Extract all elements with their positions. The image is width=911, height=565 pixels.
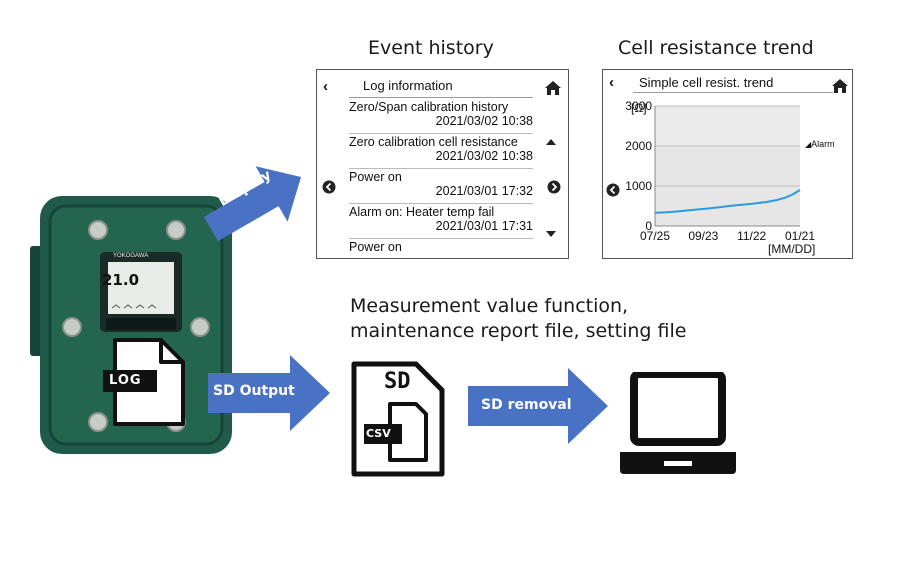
alarm-label: ◢Alarm — [805, 139, 835, 149]
y-unit-label: [Ω] — [631, 101, 647, 115]
next-page-icon[interactable] — [547, 180, 561, 194]
event-datetime: 2021/03/02 10:38 — [435, 149, 533, 163]
back-icon[interactable]: ‹ — [609, 74, 614, 91]
event-label: Zero/Span calibration history — [349, 100, 509, 114]
sd-output-label: SD Output — [213, 383, 295, 399]
x-tick-label: 09/23 — [688, 229, 718, 243]
alarm-marker-icon: ◢ — [805, 140, 812, 149]
sd-label: SD — [384, 369, 411, 394]
x-tick-label: 01/21 — [785, 229, 815, 243]
y-tick-label: 3000 — [625, 99, 652, 113]
x-unit-label: [MM/DD] — [768, 242, 816, 256]
list-item[interactable]: Power on 2021/03/01 17:32 — [349, 170, 533, 204]
file-description-line2: maintenance report file, setting file — [350, 320, 687, 342]
y-tick-label: 0 — [645, 219, 652, 233]
trend-line — [654, 189, 801, 214]
back-icon[interactable]: ‹ — [323, 78, 328, 95]
sd-removal-arrow — [468, 368, 608, 444]
home-icon[interactable] — [544, 80, 562, 96]
device-brand: YOKOGAWA — [113, 253, 149, 259]
laptop-icon — [620, 372, 736, 474]
title-divider — [349, 97, 533, 98]
list-item[interactable]: Power on — [349, 240, 533, 258]
x-tick-label: 07/25 — [640, 229, 670, 243]
trend-panel: ‹ Simple cell resist. trend [Ω] [MM/DD] … — [602, 69, 853, 259]
y-tick-label: 1000 — [625, 179, 652, 193]
device-display-value: 21.0 — [102, 271, 140, 289]
sd-output-arrow — [208, 355, 330, 431]
event-label: Power on — [349, 170, 402, 184]
scroll-down-icon[interactable] — [545, 230, 557, 238]
scroll-up-icon[interactable] — [545, 138, 557, 146]
sd-removal-label: SD removal — [481, 397, 572, 413]
log-label: LOG — [109, 373, 142, 388]
event-label: Alarm on: Heater temp fail — [349, 205, 495, 219]
event-datetime: 2021/03/02 10:38 — [435, 114, 533, 128]
sd-card-icon — [351, 361, 445, 477]
alarm-text: Alarm — [811, 139, 835, 149]
list-item[interactable]: Alarm on: Heater temp fail 2021/03/01 17… — [349, 205, 533, 239]
event-datetime: 2021/03/01 17:31 — [435, 219, 533, 233]
event-label: Zero calibration cell resistance — [349, 135, 518, 149]
event-history-header: Event history — [368, 37, 494, 59]
trend-chart: 0 1000 2000 3000 07/25 09/23 11/22 01/21 — [625, 99, 815, 243]
x-tick-label: 11/22 — [737, 229, 766, 243]
prev-page-icon[interactable] — [606, 183, 620, 197]
file-description-line1: Measurement value function, — [350, 295, 629, 317]
title-divider — [633, 92, 833, 93]
list-item[interactable]: Zero calibration cell resistance 2021/03… — [349, 135, 533, 169]
y-tick-label: 2000 — [625, 139, 652, 153]
display-arrow — [203, 166, 302, 242]
list-item[interactable]: Zero/Span calibration history 2021/03/02… — [349, 100, 533, 134]
cell-resistance-trend-header: Cell resistance trend — [618, 37, 814, 59]
event-history-panel: ‹ Log information Zero/Span calibration … — [316, 69, 569, 259]
event-datetime: 2021/03/01 17:32 — [435, 184, 533, 198]
alarm-band — [655, 106, 800, 146]
home-icon[interactable] — [831, 78, 849, 94]
log-file-icon — [103, 338, 185, 426]
event-panel-title: Log information — [363, 78, 453, 93]
csv-label: CSV — [366, 427, 391, 440]
prev-page-icon[interactable] — [322, 180, 336, 194]
event-label: Power on — [349, 240, 402, 254]
trend-panel-title: Simple cell resist. trend — [639, 75, 774, 90]
